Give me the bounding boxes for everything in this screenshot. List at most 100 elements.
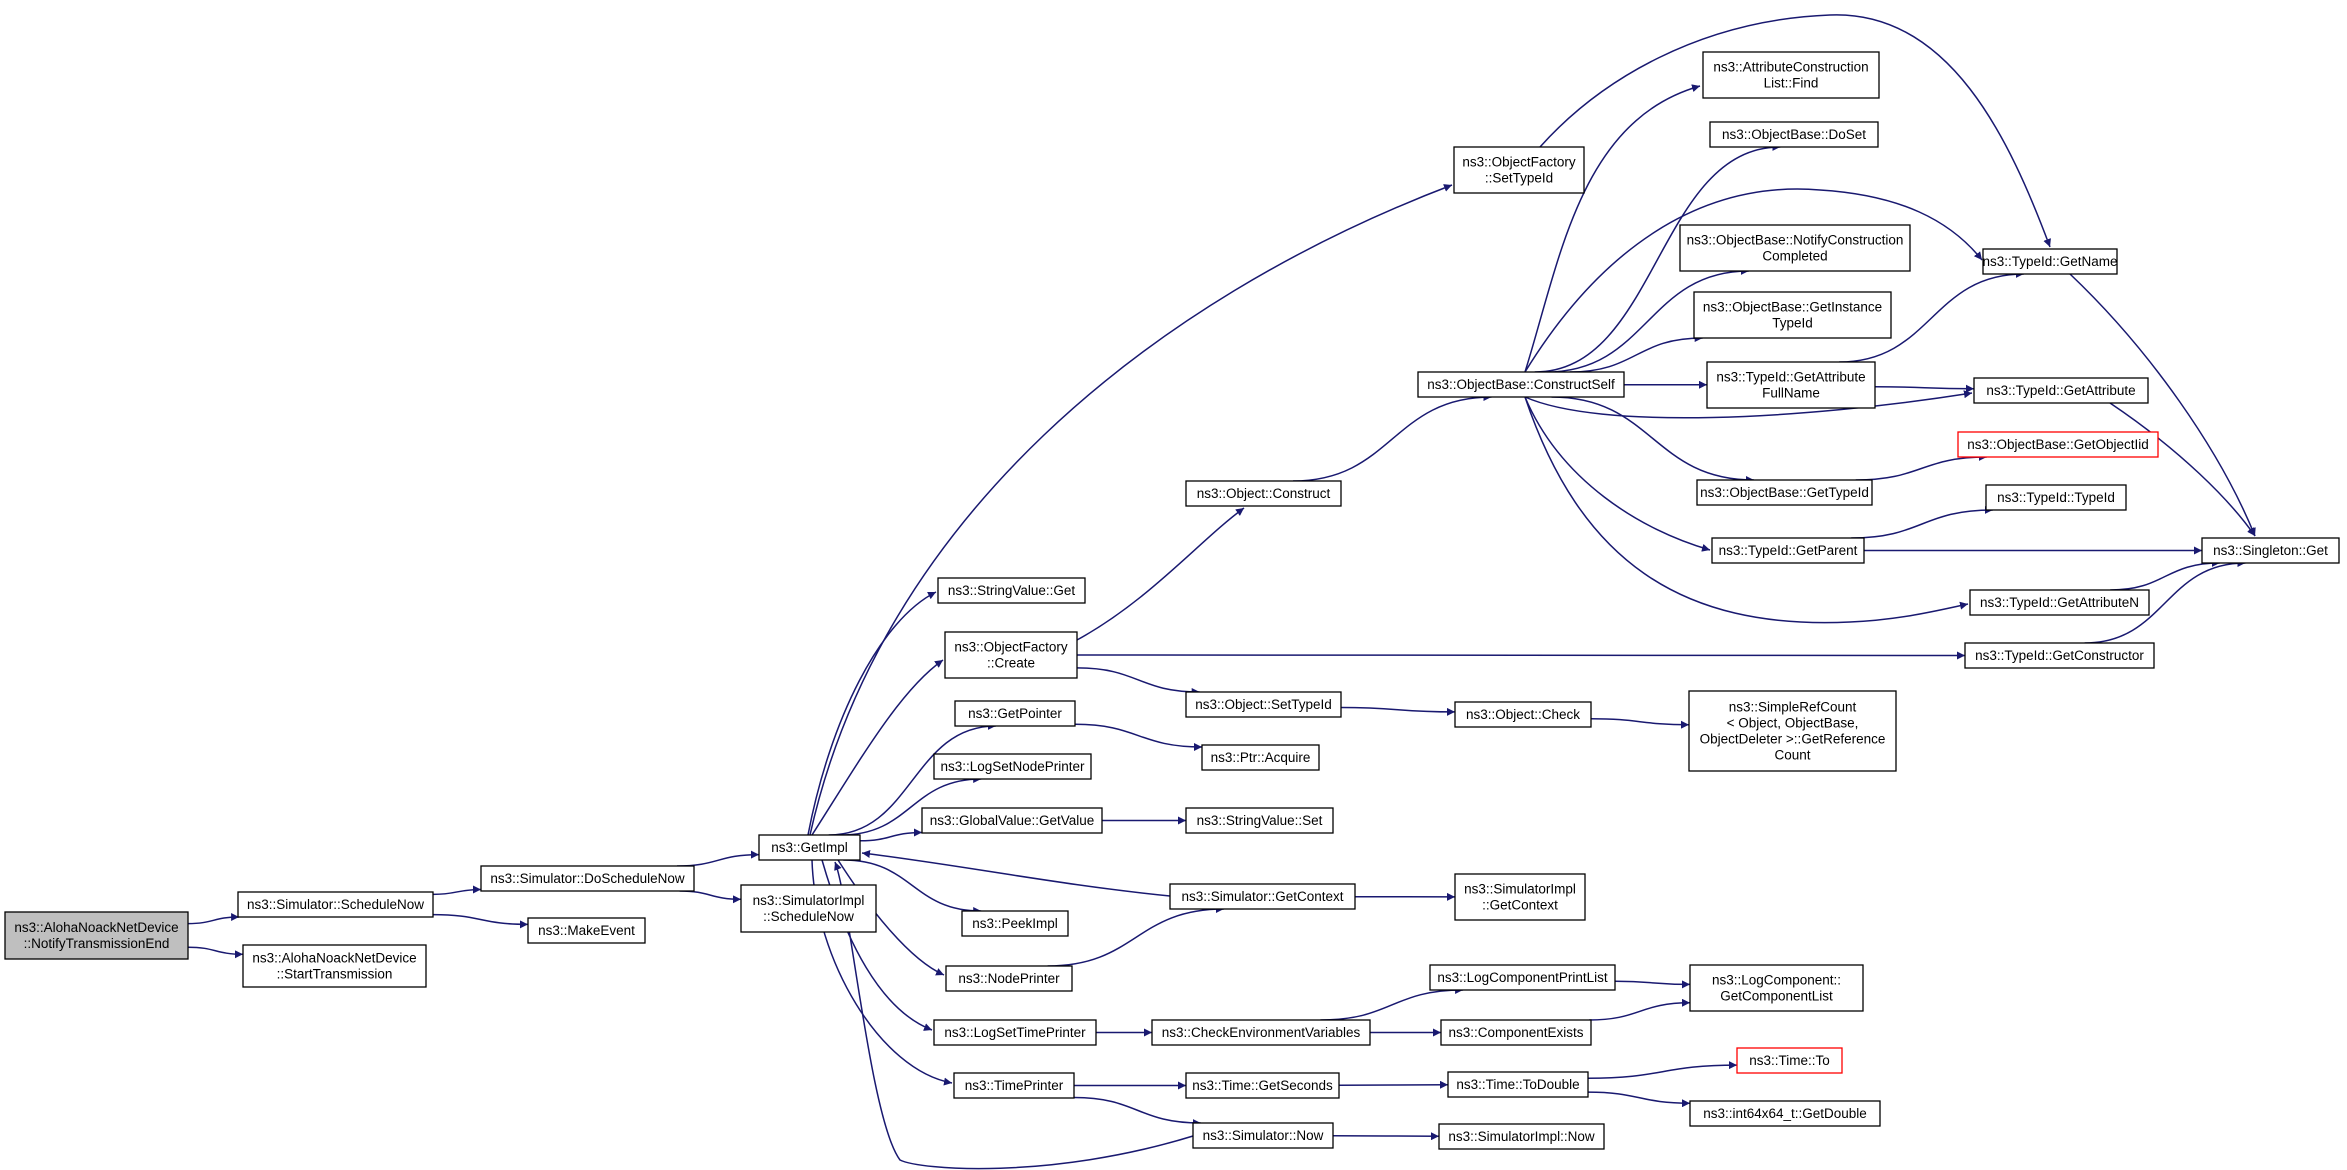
node-box[interactable]	[1964, 642, 2155, 669]
graph-node[interactable]: ns3::StringValue::Get	[937, 577, 1086, 604]
node-box[interactable]	[1957, 431, 2159, 458]
node-box[interactable]	[1711, 537, 1865, 564]
node-box[interactable]	[1688, 690, 1897, 772]
graph-node[interactable]: ns3::PeekImpl	[961, 910, 1069, 937]
node-box[interactable]	[527, 917, 646, 944]
node-box[interactable]	[921, 807, 1103, 834]
graph-node[interactable]: ns3::LogComponent::GetComponentList	[1689, 964, 1864, 1012]
graph-node[interactable]: ns3::Time::To	[1736, 1047, 1843, 1074]
node-box[interactable]	[1417, 371, 1625, 398]
graph-node[interactable]: ns3::TimePrinter	[953, 1072, 1075, 1099]
node-box[interactable]	[1693, 291, 1892, 339]
graph-node[interactable]: ns3::Simulator::GetContext	[1169, 883, 1356, 910]
graph-node[interactable]: ns3::TypeId::GetParent	[1711, 537, 1865, 564]
graph-node[interactable]: ns3::Simulator::Now	[1192, 1122, 1334, 1149]
graph-node[interactable]: ns3::ObjectBase::GetObjectIid	[1957, 431, 2159, 458]
node-box[interactable]	[1185, 691, 1342, 718]
graph-node[interactable]: ns3::Ptr::Acquire	[1201, 744, 1320, 771]
graph-node[interactable]: ns3::StringValue::Set	[1185, 807, 1334, 834]
graph-node[interactable]: ns3::ObjectBase::GetTypeId	[1696, 479, 1873, 506]
node-box[interactable]	[1447, 1071, 1589, 1098]
node-box[interactable]	[933, 1019, 1097, 1046]
graph-node[interactable]: ns3::TypeId::GetAttribute	[1973, 377, 2149, 404]
node-box[interactable]	[1185, 1072, 1340, 1099]
graph-node[interactable]: ns3::MakeEvent	[527, 917, 646, 944]
graph-node[interactable]: ns3::GlobalValue::GetValue	[921, 807, 1103, 834]
graph-node[interactable]: ns3::SimulatorImpl::ScheduleNow	[740, 884, 877, 933]
node-box[interactable]	[1973, 377, 2149, 404]
graph-node[interactable]: ns3::int64x64_t::GetDouble	[1689, 1100, 1881, 1127]
graph-node[interactable]: ns3::ObjectBase::DoSet	[1709, 121, 1879, 148]
node-box[interactable]	[944, 631, 1078, 679]
graph-node[interactable]: ns3::LogComponentPrintList	[1429, 964, 1616, 991]
graph-node[interactable]: ns3::ObjectFactory::SetTypeId	[1453, 146, 1585, 194]
graph-node[interactable]: ns3::LogSetNodePrinter	[933, 753, 1092, 780]
graph-node[interactable]: ns3::Simulator::DoScheduleNow	[480, 865, 695, 892]
node-box[interactable]	[1440, 1019, 1592, 1046]
graph-node[interactable]: ns3::AlohaNoackNetDevice::NotifyTransmis…	[4, 911, 189, 960]
node-box[interactable]	[1706, 361, 1876, 409]
node-box[interactable]	[933, 753, 1092, 780]
node-box[interactable]	[1192, 1122, 1334, 1149]
node-box[interactable]	[1689, 964, 1864, 1012]
graph-node[interactable]: ns3::Time::GetSeconds	[1185, 1072, 1340, 1099]
node-box[interactable]	[1969, 589, 2150, 616]
node-box[interactable]	[954, 700, 1076, 727]
graph-node[interactable]: ns3::AlohaNoackNetDevice::StartTransmiss…	[242, 944, 427, 988]
graph-node[interactable]: ns3::Simulator::ScheduleNow	[237, 891, 434, 918]
node-box[interactable]	[1689, 1100, 1881, 1127]
graph-node[interactable]: ns3::TypeId::GetAttributeN	[1969, 589, 2150, 616]
node-box[interactable]	[4, 911, 189, 960]
node-box[interactable]	[1429, 964, 1616, 991]
graph-node[interactable]: ns3::Object::SetTypeId	[1185, 691, 1342, 718]
node-box[interactable]	[1454, 701, 1592, 728]
graph-node[interactable]: ns3::Singleton::Get	[2201, 537, 2340, 564]
graph-node[interactable]: ns3::NodePrinter	[945, 965, 1073, 992]
graph-node[interactable]: ns3::TypeId::GetConstructor	[1964, 642, 2155, 669]
node-box[interactable]	[937, 577, 1086, 604]
node-box[interactable]	[1702, 51, 1880, 99]
graph-node[interactable]: ns3::Object::Construct	[1185, 480, 1342, 507]
node-box[interactable]	[1185, 807, 1334, 834]
node-box[interactable]	[2201, 537, 2340, 564]
node-box[interactable]	[1982, 248, 2118, 275]
graph-node[interactable]: ns3::TypeId::TypeId	[1985, 484, 2127, 511]
graph-node[interactable]: ns3::GetImpl	[758, 834, 861, 861]
graph-node[interactable]: ns3::Time::ToDouble	[1447, 1071, 1589, 1098]
graph-node[interactable]: ns3::ComponentExists	[1440, 1019, 1592, 1046]
node-box[interactable]	[242, 944, 427, 988]
node-box[interactable]	[1453, 146, 1585, 194]
node-box[interactable]	[480, 865, 695, 892]
graph-node[interactable]: ns3::CheckEnvironmentVariables	[1151, 1019, 1371, 1046]
node-box[interactable]	[1169, 883, 1356, 910]
graph-node[interactable]: ns3::SimulatorImpl::GetContext	[1454, 873, 1586, 921]
node-box[interactable]	[740, 884, 877, 933]
node-box[interactable]	[953, 1072, 1075, 1099]
node-box[interactable]	[961, 910, 1069, 937]
node-box[interactable]	[1696, 479, 1873, 506]
node-box[interactable]	[1709, 121, 1879, 148]
graph-node[interactable]: ns3::ObjectBase::ConstructSelf	[1417, 371, 1625, 398]
graph-node[interactable]: ns3::SimulatorImpl::Now	[1438, 1123, 1605, 1150]
node-box[interactable]	[1438, 1123, 1605, 1150]
graph-node[interactable]: ns3::TypeId::GetName	[1982, 248, 2118, 275]
node-box[interactable]	[1151, 1019, 1371, 1046]
graph-node[interactable]: ns3::ObjectBase::NotifyConstructionCompl…	[1679, 224, 1911, 272]
node-box[interactable]	[945, 965, 1073, 992]
graph-node[interactable]: ns3::Object::Check	[1454, 701, 1592, 728]
node-box[interactable]	[1201, 744, 1320, 771]
node-box[interactable]	[1185, 480, 1342, 507]
graph-node[interactable]: ns3::ObjectFactory::Create	[944, 631, 1078, 679]
graph-node[interactable]: ns3::SimpleRefCount< Object, ObjectBase,…	[1688, 690, 1897, 772]
node-box[interactable]	[1679, 224, 1911, 272]
graph-node[interactable]: ns3::GetPointer	[954, 700, 1076, 727]
node-box[interactable]	[758, 834, 861, 861]
node-box[interactable]	[1454, 873, 1586, 921]
node-box[interactable]	[237, 891, 434, 918]
graph-node[interactable]: ns3::LogSetTimePrinter	[933, 1019, 1097, 1046]
node-box[interactable]	[1736, 1047, 1843, 1074]
node-box[interactable]	[1985, 484, 2127, 511]
